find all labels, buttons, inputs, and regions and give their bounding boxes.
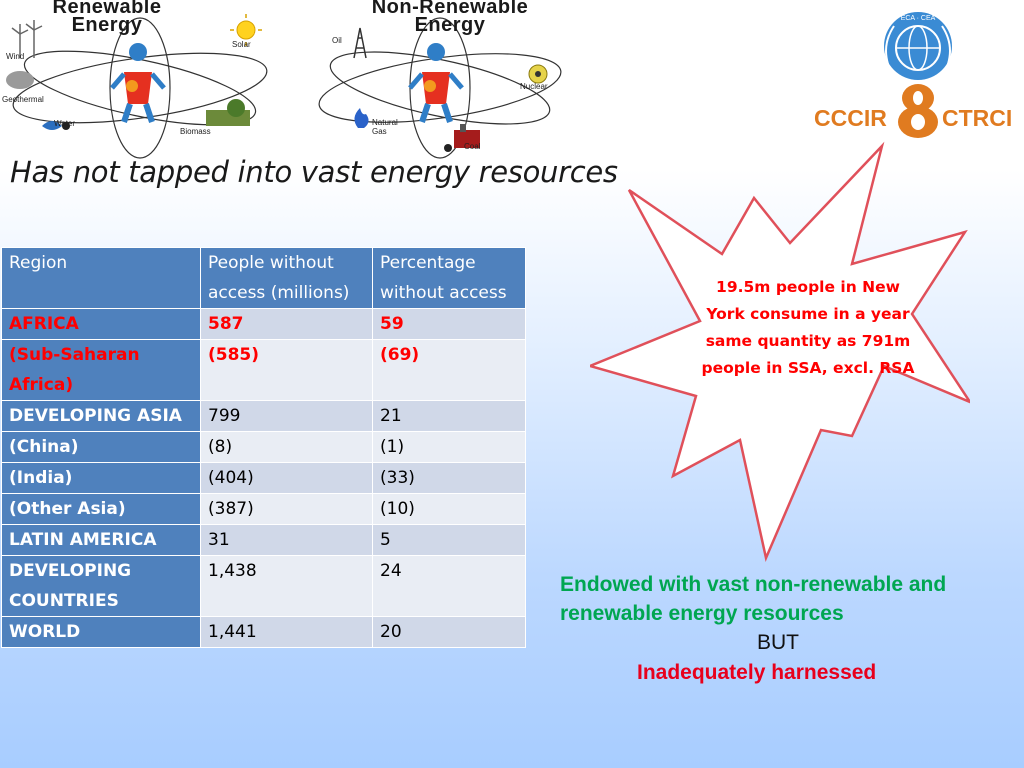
nuclear-icon [528,64,548,84]
non-renewable-diagram-title: Non-Renewable Energy [371,0,529,36]
atom-figure-icon [110,43,166,123]
percentage-cell: 5 [372,524,526,556]
region-cell: DEVELOPING COUNTRIES [1,555,201,617]
people-cell: (404) [200,462,373,494]
coal-label: Coal [464,142,481,151]
natural-gas-icon [354,108,369,128]
solar-label: Solar [232,40,251,49]
logo-eight-icon [898,84,938,138]
region-cell: WORLD [1,616,201,648]
percentage-cell: 21 [372,400,526,432]
svg-text:CCCIR: CCCIR [814,105,887,131]
endowed-text: Endowed with vast non-renewable and rene… [560,573,947,625]
column-header-people: People without access (millions) [200,247,373,309]
atom-figure-icon [408,43,464,123]
people-cell: 31 [200,524,373,556]
region-cell: (Other Asia) [1,493,201,525]
people-cell: 1,441 [200,616,373,648]
water-label: Water [54,119,76,128]
un-emblem-icon [884,12,952,80]
natural-gas-label: Natural Gas [372,118,398,136]
people-cell: (8) [200,431,373,463]
geothermal-icon [6,71,34,89]
summary-block: Endowed with vast non-renewable and rene… [560,570,1010,689]
people-cell: (387) [200,493,373,525]
people-cell: 1,438 [200,555,373,617]
wind-icon [11,20,43,58]
svg-text:ECA · CEA: ECA · CEA [901,15,936,22]
cccir-ctrci-logo: ECA · CEA CCCIR CTRCI [812,6,1022,138]
coal-icon [444,124,480,152]
energy-access-table: Region People without access (millions) … [1,247,526,648]
inadequate-text: Inadequately harnessed [637,661,877,684]
region-cell: (India) [1,462,201,494]
non-renewable-energy-diagram: Non-Renewable Energy [312,0,582,160]
geothermal-label: Geothermal [2,95,44,104]
callout-text: 19.5m people in New York consume in a ye… [701,278,915,377]
oil-label: Oil [332,36,342,45]
people-cell: 587 [200,308,373,340]
region-cell: (China) [1,431,201,463]
column-header-percentage: Percentage without access [372,247,526,309]
svg-text:CTRCI: CTRCI [942,105,1012,131]
table-row: (Sub-Saharan Africa)(585)(69) [1,339,526,401]
slide-headline: Has not tapped into vast energy resource… [10,155,618,189]
oil-derrick-icon [353,27,367,59]
biomass-icon [206,99,250,126]
percentage-cell: 59 [372,308,526,340]
renewable-energy-diagram: Renewable Energy [0,0,280,160]
region-cell: AFRICA [1,308,201,340]
percentage-cell: (69) [372,339,526,401]
percentage-cell: (1) [372,431,526,463]
nuclear-label: Nuclear [520,82,548,91]
callout-starburst [590,141,970,563]
biomass-label: Biomass [180,127,211,136]
table-header-row: Region People without access (millions) … [1,247,526,309]
wind-label: Wind [6,52,25,61]
people-cell: 799 [200,400,373,432]
table-row: (China)(8)(1) [1,431,526,463]
table-row: (Other Asia)(387)(10) [1,493,526,525]
renewable-diagram-title: Renewable Energy [52,0,162,36]
but-text: BUT [757,631,799,654]
table-row: (India)(404)(33) [1,462,526,494]
people-cell: (585) [200,339,373,401]
region-cell: (Sub-Saharan Africa) [1,339,201,401]
water-icon [42,121,70,130]
percentage-cell: 24 [372,555,526,617]
sun-icon [230,14,262,46]
column-header-region: Region [1,247,201,309]
percentage-cell: (10) [372,493,526,525]
percentage-cell: 20 [372,616,526,648]
region-cell: LATIN AMERICA [1,524,201,556]
region-cell: DEVELOPING ASIA [1,400,201,432]
percentage-cell: (33) [372,462,526,494]
